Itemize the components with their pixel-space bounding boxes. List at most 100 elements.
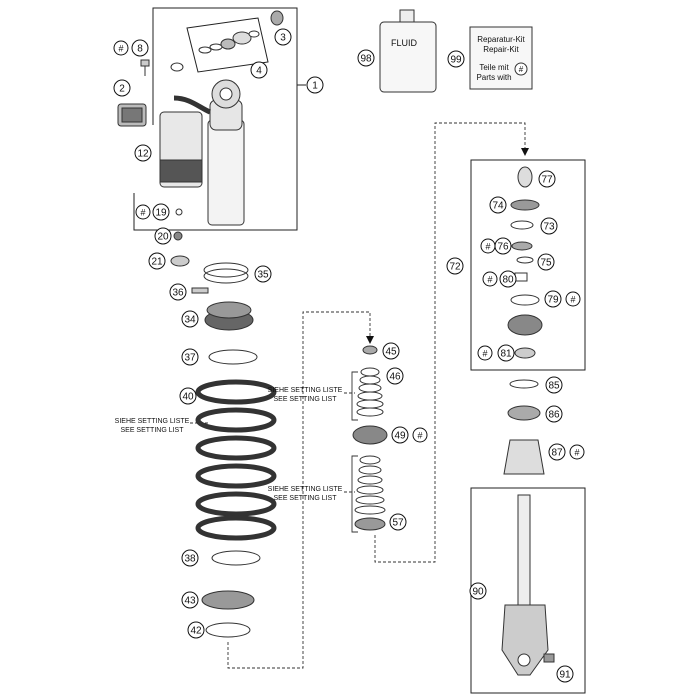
callout-8: 8	[131, 39, 149, 57]
seal-kit-frame	[186, 17, 269, 73]
piston-rod	[501, 494, 555, 676]
callout-circle	[389, 513, 407, 531]
cap-part	[270, 10, 284, 26]
hash-marker: #	[135, 204, 151, 220]
callout-circle	[382, 342, 400, 360]
o-ring-75	[516, 256, 534, 264]
setting-note-spring-de: SIEHE SETTING LISTE	[115, 418, 190, 425]
hash-circle	[480, 238, 496, 254]
hash-marker: #	[113, 40, 129, 56]
setting-note-spring: SIEHE SETTING LISTE SEE SETTING LIST	[115, 418, 190, 434]
callout-label: 21	[151, 257, 163, 268]
spring-section	[191, 262, 277, 638]
hash-circle	[482, 271, 498, 287]
spring-seat-38	[211, 550, 261, 566]
callout-label: 20	[157, 232, 169, 243]
callout-label: 90	[472, 587, 484, 598]
callout-86: 86	[545, 405, 563, 423]
callout-label: 81	[500, 349, 512, 360]
fluid-bottle-label: FLUID	[391, 38, 418, 48]
setting-note-57: SIEHE SETTING LISTE SEE SETTING LIST	[268, 486, 343, 502]
callout-circle	[391, 426, 409, 444]
callout-circle	[179, 387, 197, 405]
fluid-bottle	[379, 9, 437, 93]
repair-kit-line3: Teile mit	[479, 63, 509, 72]
hash-marker: #	[480, 238, 496, 254]
setting-note-46-de: SIEHE SETTING LISTE	[268, 387, 343, 394]
callout-46: 46	[386, 367, 404, 385]
callout-circle	[181, 348, 199, 366]
repair-kit-box	[469, 26, 533, 90]
callout-1: 1	[306, 76, 324, 94]
reservoir-hose	[173, 95, 212, 115]
callout-circle	[545, 405, 563, 423]
hash-symbol: #	[487, 275, 492, 285]
callout-circle	[274, 28, 292, 46]
callout-42: 42	[187, 621, 205, 639]
callout-label: 87	[551, 448, 563, 459]
callout-80: 80	[499, 270, 517, 288]
callout-label: 74	[492, 201, 504, 212]
adjuster-part	[117, 103, 147, 127]
hash-marker: #	[412, 427, 428, 443]
callout-12: 12	[134, 144, 152, 162]
bracket-57	[351, 455, 358, 533]
callout-circle	[134, 144, 152, 162]
ring-79	[510, 294, 540, 306]
callout-20: 20	[154, 227, 172, 245]
washer-part	[170, 62, 184, 72]
callout-label: 37	[184, 353, 196, 364]
cap-74	[510, 199, 540, 211]
callout-4: 4	[250, 61, 268, 79]
repair-kit-hash-circle	[514, 62, 528, 76]
repair-kit-line1: Reparatur-Kit	[477, 35, 525, 44]
callout-label: 42	[190, 626, 202, 637]
callout-81: 81	[497, 344, 515, 362]
callout-19: 19	[152, 203, 170, 221]
callout-circle	[113, 79, 131, 97]
setting-stack	[352, 345, 388, 531]
callout-circle	[250, 61, 268, 79]
spring-77	[517, 166, 533, 188]
callout-circle	[148, 252, 166, 270]
callout-label: 40	[182, 392, 194, 403]
hash-marker: #	[565, 291, 581, 307]
head-72	[507, 314, 543, 336]
repair-kit-line2: Repair-Kit	[483, 45, 519, 54]
callout-label: 99	[450, 55, 462, 66]
callout-45: 45	[382, 342, 400, 360]
callout-circle	[556, 665, 574, 683]
nut-45	[362, 345, 378, 355]
hash-symbol: #	[482, 349, 487, 359]
callout-label: 34	[184, 315, 196, 326]
callout-79: 79	[544, 290, 562, 308]
seal-76	[511, 241, 533, 251]
callout-2: 2	[113, 79, 131, 97]
spring-seat-37	[208, 349, 258, 365]
callout-90: 90	[469, 582, 487, 600]
callout-circle	[187, 621, 205, 639]
callout-21: 21	[148, 252, 166, 270]
callout-label: 4	[256, 66, 262, 77]
callout-circle	[181, 591, 199, 609]
callout-circle	[446, 257, 464, 275]
hash-marker: #	[477, 345, 493, 361]
callout-37: 37	[181, 348, 199, 366]
bleed-screw	[140, 59, 150, 76]
hash-marker: #	[482, 271, 498, 287]
bushing-91	[543, 653, 555, 663]
bushing-21	[170, 255, 190, 267]
callout-circle	[540, 217, 558, 235]
piston-kit-frame	[470, 159, 586, 371]
ring-85	[509, 379, 539, 389]
callout-circle	[357, 49, 375, 67]
callout-76: 76	[494, 237, 512, 255]
callout-circle	[499, 270, 517, 288]
hash-symbol: #	[417, 431, 422, 441]
callout-3: 3	[274, 28, 292, 46]
callout-label: 1	[312, 81, 318, 92]
callout-99: 99	[447, 50, 465, 68]
bump-stop-87	[503, 439, 545, 475]
callout-label: 3	[280, 33, 286, 44]
